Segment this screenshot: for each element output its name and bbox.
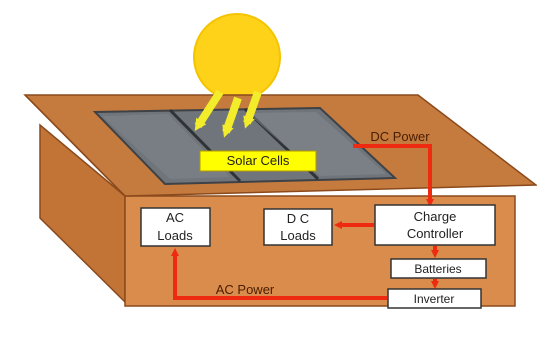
dc-loads-box: D C Loads xyxy=(263,208,333,246)
dc-power-label: DC Power xyxy=(370,129,430,144)
ac-loads-line2: Loads xyxy=(157,228,193,243)
ac-loads-box: AC Loads xyxy=(140,207,211,247)
ac-power-label: AC Power xyxy=(216,282,275,297)
charge-controller-box: Charge Controller xyxy=(374,204,496,246)
charge-controller-line2: Controller xyxy=(407,226,464,241)
dc-power-arrow xyxy=(353,144,434,207)
batteries-box: Batteries xyxy=(390,258,487,279)
charge-controller-line1: Charge xyxy=(414,209,457,224)
sun xyxy=(193,13,281,101)
inverter-box: Inverter xyxy=(387,288,482,309)
ac-power-arrow xyxy=(171,248,387,300)
dc-loads-line1: D C xyxy=(287,211,309,226)
solar-cells-label: Solar Cells xyxy=(199,150,317,172)
solar-cells-text: Solar Cells xyxy=(227,153,290,168)
inverter-text: Inverter xyxy=(414,292,455,306)
dc-loads-line2: Loads xyxy=(280,228,316,243)
ac-loads-line1: AC xyxy=(166,210,184,225)
sun-rays xyxy=(194,89,262,138)
batteries-text: Batteries xyxy=(414,262,461,276)
solar-panel-array xyxy=(92,106,398,186)
